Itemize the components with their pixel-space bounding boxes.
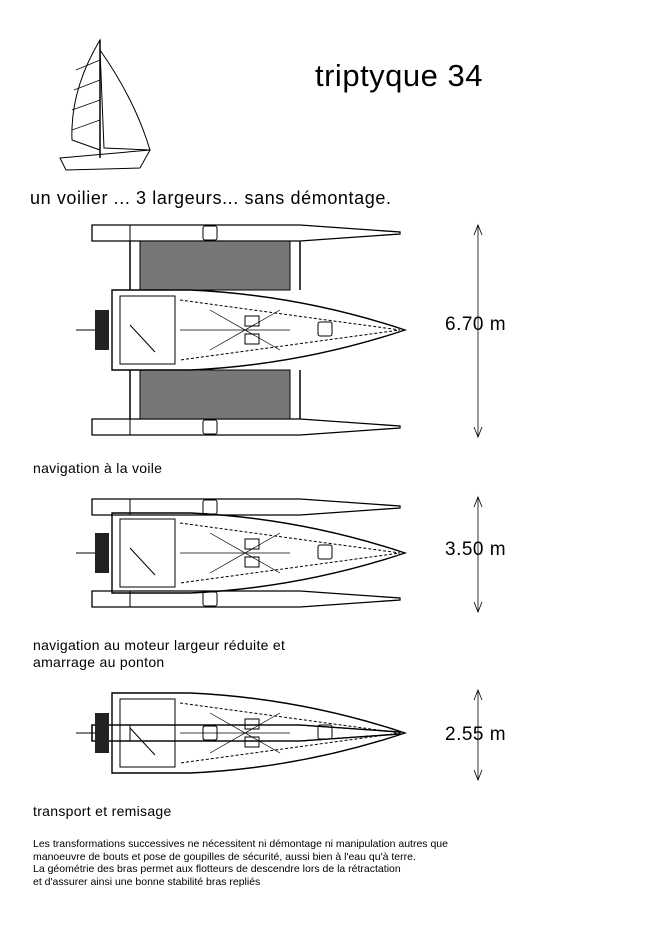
deck-line [179, 522, 401, 584]
float-hatch [202, 225, 218, 241]
float-hatch [202, 419, 218, 435]
arrow-head [473, 601, 483, 614]
arrow-head [473, 495, 483, 508]
arrow-head [473, 769, 483, 782]
subtitle: un voilier ... 3 largeurs... sans démont… [30, 188, 392, 208]
page-title: triptyque 34 [315, 58, 483, 93]
main-hull [111, 512, 408, 594]
arrow-head [473, 426, 483, 439]
float-hull [91, 224, 401, 242]
jib-sail [99, 48, 151, 151]
cockpit [119, 295, 176, 365]
main-hull [111, 289, 408, 371]
sailboat-hull [59, 149, 151, 171]
float-hatch [202, 499, 218, 515]
float-hull [91, 498, 401, 516]
caption-sailing: navigation à la voile [33, 460, 163, 476]
hatch [244, 538, 260, 550]
float-hatch [202, 591, 218, 607]
note-line: La géométrie des bras permet aux flotteu… [33, 863, 401, 875]
trampoline-net [139, 240, 291, 291]
note-line: manoeuvre de bouts et pose de goupilles … [33, 850, 416, 863]
hatch [244, 333, 260, 345]
outboard-motor [95, 713, 109, 753]
hatch [244, 315, 260, 327]
width-label-sailing: 6.70 m [445, 314, 507, 335]
fore-hatch [317, 321, 333, 337]
float-hull [91, 418, 401, 436]
note-paragraph: Les transformations successives ne néces… [33, 838, 448, 888]
outboard-motor [95, 533, 109, 573]
main-hull [111, 692, 408, 774]
note-line: Les transformations successives ne néces… [33, 838, 448, 850]
fore-hatch [317, 544, 333, 560]
caption-transport: transport et remisage [33, 803, 172, 819]
width-label-motor: 3.50 m [445, 539, 507, 560]
fore-hatch [317, 724, 333, 740]
hatch [244, 718, 260, 730]
arrow-head [473, 223, 483, 236]
width-label-transport: 2.55 m [445, 724, 507, 745]
hatch [244, 736, 260, 748]
note-line: et d'assurer ainsi une bonne stabilité b… [33, 875, 261, 888]
deck-line [179, 299, 401, 361]
mainsail [71, 38, 101, 151]
caption-motor-line1: navigation au moteur largeur réduite et [33, 637, 286, 653]
hatch [244, 556, 260, 568]
trampoline-net [139, 369, 291, 420]
outboard-motor [95, 310, 109, 350]
float-hull [91, 590, 401, 608]
tiller-arm [129, 324, 156, 353]
arrow-head [473, 688, 483, 701]
deck-line [179, 702, 401, 764]
sail-battens [71, 59, 101, 131]
tiller-arm [129, 727, 156, 756]
cockpit [119, 698, 176, 768]
caption-motor-line2: amarrage au ponton [33, 654, 165, 670]
cockpit [119, 518, 176, 588]
tiller-arm [129, 547, 156, 576]
